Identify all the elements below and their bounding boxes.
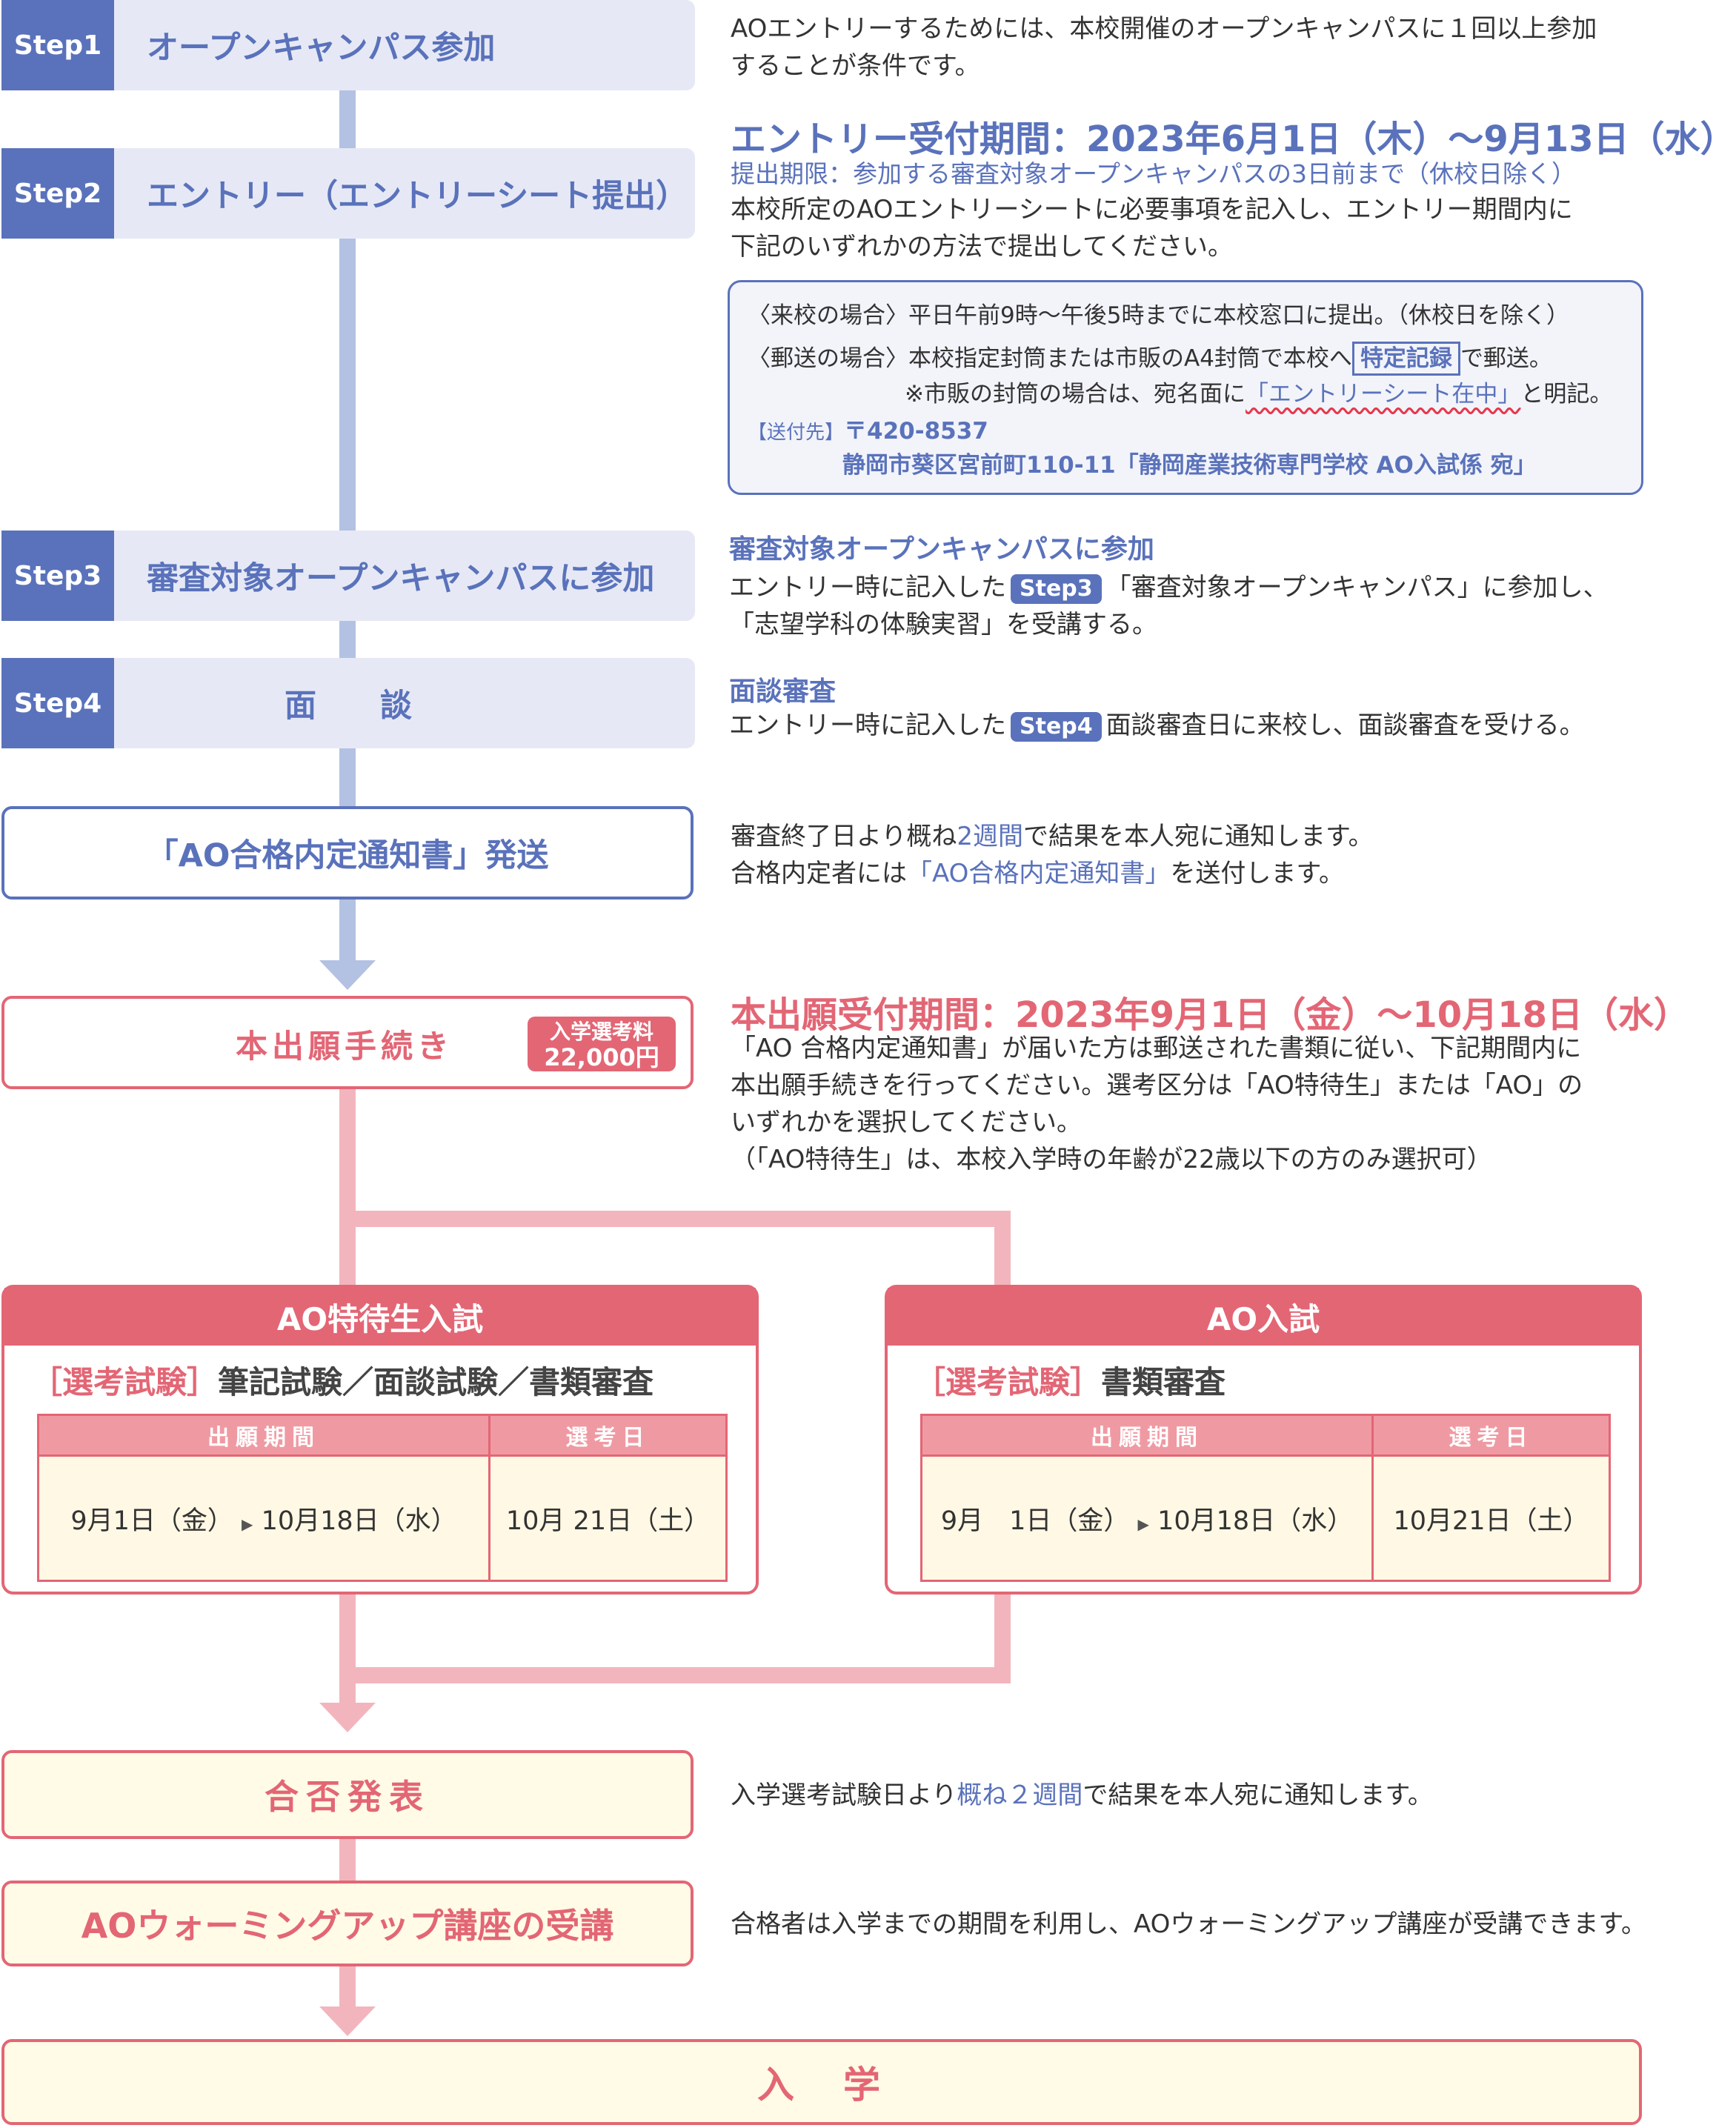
apply-period: 本出願受付期間：2023年9月1日（金）～10月18日（水） [731,994,1689,1036]
step4-label: 面 談 [285,688,412,725]
application-period-cell: 9月 1日（金） ▶ 10月18日（水） [920,1454,1374,1582]
step2-label: エントリー（エントリーシート提出） [147,178,688,215]
col-exam-date: 選考日 [488,1414,728,1457]
arrow-right-icon: ▶ [1137,1514,1149,1533]
warmup-box: AOウォーミングアップ講座の受講 [1,1881,694,1966]
exam-ao-card: AO入試 ［選考試験］書類審査 出願期間 選考日 9月 1日（金） ▶ 10月1… [885,1285,1642,1595]
connector-warmup-enroll [339,1965,356,2009]
step1-tag: Step1 [1,0,114,90]
connector-step1-2 [339,90,356,156]
step1-box: Step1 オープンキャンパス参加 [1,0,695,90]
enroll-box: 入 学 [1,2039,1642,2125]
step2-box: Step2 エントリー（エントリーシート提出） [1,148,695,239]
exam-special-selection: ［選考試験］筆記試験／面談試験／書類審査 [31,1364,654,1400]
arrow-down-icon [319,960,376,990]
connector-branch-right [994,1211,1011,1285]
visit-submission: 〈来校の場合〉平日午前9時～午後5時までに本校窓口に提出。（休校日を除く） [748,302,1569,329]
warmup-description: 合格者は入学までの期間を利用し、AOウォーミングアップ講座が受講できます。 [731,1909,1647,1939]
application-period-cell: 9月1日（金） ▶ 10月18日（水） [37,1454,490,1582]
step4-box: Step4 面 談 [1,658,695,748]
exam-ao-title: AO入試 [888,1288,1639,1346]
connector-merge-horizontal [339,1667,1011,1683]
connector-step3-4 [339,621,356,659]
exam-date-cell: 10月 21日（土） [488,1454,728,1582]
entry-period: エントリー受付期間：2023年6月1日（木）～9月13日（水） [731,119,1736,160]
send-address: 静岡市葵区宮前町110-11「静岡産業技術専門学校 AO入試係 宛」 [842,452,1537,479]
step3-label: 審査対象オープンキャンパスに参加 [147,560,655,597]
exam-date-cell: 10月21日（土） [1371,1454,1611,1582]
col-application-period: 出願期間 [37,1414,490,1457]
step4-chip: Step4 [1011,712,1102,742]
result-description: 入学選考試験日より概ね２週間で結果を本人宛に通知します。 [731,1780,1433,1810]
connector-step4-notice [339,747,356,806]
exam-ao-schedule: 出願期間 選考日 9月 1日（金） ▶ 10月18日（水） 10月21日（土） [920,1414,1611,1582]
fee-badge: 入学選考料 22,000円 [528,1017,676,1071]
connector-result-warmup [339,1838,356,1882]
step4-title: 面談審査 [729,676,837,707]
col-exam-date: 選考日 [1371,1414,1611,1457]
connector-step2-3 [339,237,356,532]
step3-box: Step3 審査対象オープンキャンパスに参加 [1,531,695,621]
apply-description: 「AO 合格内定通知書」が届いた方は郵送された書類に従い、下記期間内に 本出願手… [731,1034,1583,1174]
step2-tag: Step2 [1,148,114,239]
connector-apply-branch [339,1089,356,1285]
step3-tag: Step3 [1,531,114,621]
step4-tag: Step4 [1,658,114,748]
arrow-right-icon: ▶ [242,1514,253,1533]
connector-merge-left [339,1593,356,1704]
step1-label: オープンキャンパス参加 [147,30,496,67]
step3-title: 審査対象オープンキャンパスに参加 [729,534,1154,565]
connector-notice-apply [339,898,356,962]
step1-description: AOエントリーするためには、本校開催のオープンキャンパスに１回以上参加 すること… [731,14,1597,81]
notice-box: 「AO合格内定通知書」発送 [1,806,694,900]
entry-deadline: 提出期限：参加する審査対象オープンキャンパスの3日前まで（休校日除く） [731,159,1577,188]
apply-label: 本出願手続き [236,1028,453,1065]
exam-ao-selection: ［選考試験］書類審査 [914,1364,1226,1400]
arrow-down-icon [319,1703,376,1732]
mail-submission: 〈郵送の場合〉本校指定封筒または市販のA4封筒で本校へ特定記録で郵送。 [748,340,1552,377]
envelope-note: ※市販の封筒の場合は、宛名面に「エントリーシート在中」と明記。 [905,381,1613,408]
notice-description: 審査終了日より概ね2週間で結果を本人宛に通知します。 合格内定者には「AO合格内… [731,822,1374,888]
registered-mail-badge: 特定記録 [1351,342,1460,376]
arrow-down-icon [319,2006,376,2036]
connector-merge-right [994,1593,1011,1683]
apply-box: 本出願手続き 入学選考料 22,000円 [1,996,694,1089]
step2-description: 本校所定のAOエントリーシートに必要事項を記入し、エントリー期間内に 下記のいず… [731,195,1573,262]
exam-special-title: AO特待生入試 [4,1288,756,1346]
exam-special-card: AO特待生入試 ［選考試験］筆記試験／面談試験／書類審査 出願期間 選考日 9月… [1,1285,759,1595]
entry-sheet-enclosed: 「エントリーシート在中」 [1245,381,1521,408]
connector-branch-horizontal [339,1211,1011,1227]
send-to: 【送付先】〒420-8537 [748,418,988,445]
exam-special-schedule: 出願期間 選考日 9月1日（金） ▶ 10月18日（水） 10月 21日（土） [37,1414,728,1582]
submission-info-box: 〈来校の場合〉平日午前9時～午後5時までに本校窓口に提出。（休校日を除く） 〈郵… [728,280,1643,495]
step3-chip: Step3 [1011,574,1102,604]
col-application-period: 出願期間 [920,1414,1374,1457]
result-box: 合否発表 [1,1750,694,1839]
